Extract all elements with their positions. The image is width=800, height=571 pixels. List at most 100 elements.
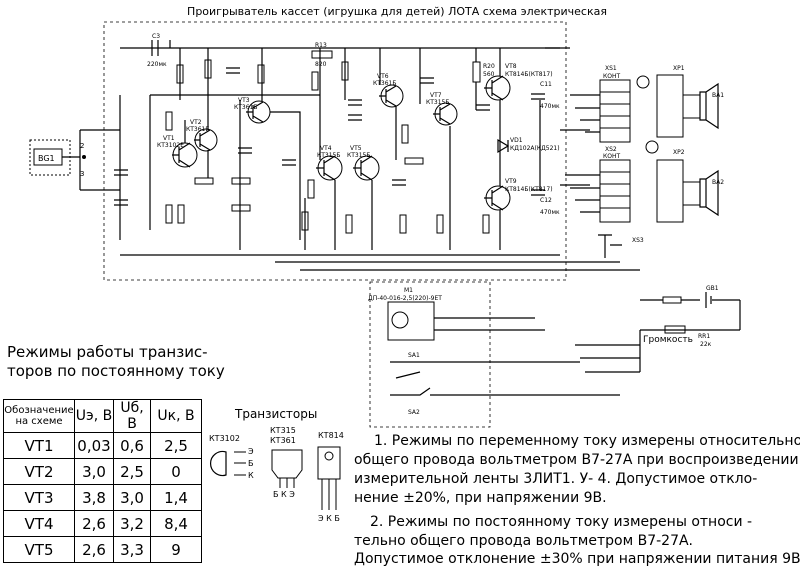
svg-text:R13: R13 <box>315 42 327 49</box>
transistor-vt4: VT4 КТ315Б <box>316 145 343 181</box>
transistors-title: Транзисторы <box>234 407 317 421</box>
svg-text:Б: Б <box>248 459 254 468</box>
connector-xs2: XS2 КОНТ <box>565 146 631 223</box>
headphone-icon <box>636 75 659 154</box>
board-outline <box>103 21 567 281</box>
table-cell: VT4 <box>3 510 75 537</box>
table-header-ub: Uб, В <box>113 399 151 433</box>
table-header-uk: Uк, В <box>150 399 202 433</box>
table-cell: 0,6 <box>113 432 151 459</box>
table-cell: 2,5 <box>113 458 151 485</box>
svg-text:VT6: VT6 <box>377 73 389 80</box>
diagram-title: Проигрыватель кассет (игрушка для детей)… <box>187 5 607 18</box>
svg-text:R20: R20 <box>483 63 495 70</box>
svg-text:470мк: 470мк <box>540 103 560 110</box>
svg-text:C12: C12 <box>540 197 552 204</box>
table-header-designation: Обозначение на схеме <box>3 399 75 433</box>
svg-text:КТ315Б: КТ315Б <box>317 152 341 159</box>
table-header-row: Обозначение на схеме Uэ, В Uб, В Uк, В <box>3 399 202 433</box>
svg-text:КТ814Б(КТ817): КТ814Б(КТ817) <box>505 71 553 78</box>
table-cell: 3,3 <box>113 536 151 563</box>
svg-text:2: 2 <box>80 142 84 150</box>
svg-text:КТ315Б: КТ315Б <box>426 99 450 106</box>
note-line-1: 1. Режимы по переменному току измерены о… <box>374 433 800 449</box>
volume-control: Громкость RR1 22к <box>575 296 741 373</box>
svg-text:КТ3102Е: КТ3102Е <box>157 142 184 149</box>
svg-text:Громкость: Громкость <box>643 335 693 345</box>
note-line-6: тельно общего провода вольтметром В7-27А… <box>354 533 694 549</box>
transistor-vt3: VT3 КТ361Б <box>234 97 271 124</box>
svg-text:470мк: 470мк <box>540 209 560 216</box>
svg-text:КТ315: КТ315 <box>270 426 296 435</box>
table-cell: VT3 <box>3 484 75 511</box>
table-cell: 2,5 <box>150 432 202 459</box>
plug-xp2: XP2 BA2 <box>656 149 724 223</box>
table-cell: 2,6 <box>74 510 114 537</box>
svg-text:C11: C11 <box>540 81 552 88</box>
table-cell: 8,4 <box>150 510 202 537</box>
svg-text:22к: 22к <box>700 341 712 348</box>
svg-text:КТ814: КТ814 <box>318 431 344 440</box>
svg-text:VT4: VT4 <box>320 145 332 152</box>
note-line-7: Допустимое отклонение ±30% при напряжени… <box>354 551 800 567</box>
svg-text:XP1: XP1 <box>673 65 685 72</box>
svg-text:КОНТ: КОНТ <box>603 73 620 80</box>
svg-text:BA2: BA2 <box>712 179 724 186</box>
table-cell: 2,6 <box>74 536 114 563</box>
transistor-vt7: VT7 КТ315Б <box>426 92 458 126</box>
pinout-kt3102: КТ3102 Э Б К <box>209 434 254 480</box>
svg-text:КТ361Б: КТ361Б <box>373 80 397 87</box>
svg-text:КТ315Б: КТ315Б <box>347 152 371 159</box>
svg-text:XS1: XS1 <box>605 65 617 72</box>
svg-text:VD1: VD1 <box>510 137 523 144</box>
svg-text:C3: C3 <box>152 33 160 40</box>
pinout-kt814: КТ814 Э К Б <box>317 431 344 523</box>
modes-title-line-2: торов по постоянному току <box>7 362 225 380</box>
signal-wires <box>119 47 590 250</box>
svg-text:КТ3102: КТ3102 <box>209 434 240 443</box>
table-cell: 1,4 <box>150 484 202 511</box>
modes-table: Обозначение на схеме Uэ, В Uб, В Uк, В V… <box>3 399 202 563</box>
svg-text:Б К Э: Б К Э <box>273 490 295 499</box>
svg-text:VT5: VT5 <box>350 145 362 152</box>
capacitors <box>114 67 545 206</box>
svg-text:VT1: VT1 <box>163 135 175 142</box>
svg-text:XS2: XS2 <box>605 146 617 153</box>
svg-text:КТ814Б(КТ817): КТ814Б(КТ817) <box>505 186 553 193</box>
svg-text:220мк: 220мк <box>147 61 167 68</box>
note-line-3: измерительной ленты 3ЛИТ1. У- 4. Допусти… <box>354 471 758 487</box>
svg-text:ДП-40-016-2,5(220)-9ЕТ: ДП-40-016-2,5(220)-9ЕТ <box>368 295 442 302</box>
table-cell: VT5 <box>3 536 75 563</box>
modes-title-line-1: Режимы работы транзис- <box>7 343 208 361</box>
transistor-vt8: VT8 КТ814Б(КТ817) <box>484 63 553 101</box>
switches-sa: SA1 SA2 <box>390 352 620 416</box>
svg-text:Э: Э <box>248 447 254 456</box>
svg-text:VT8: VT8 <box>505 63 517 70</box>
svg-text:RR1: RR1 <box>698 333 710 340</box>
table-cell: 3,0 <box>74 458 114 485</box>
switch-xs3: XS3 <box>598 234 644 258</box>
table-cell: 0,03 <box>74 432 114 459</box>
svg-text:Э К Б: Э К Б <box>318 514 340 523</box>
transistor-vt6: VT6 КТ361Б <box>373 73 404 108</box>
table-header-ue: Uэ, В <box>74 399 114 433</box>
svg-text:BG1: BG1 <box>38 154 55 163</box>
svg-text:BA1: BA1 <box>712 92 724 99</box>
svg-text:КТ361Б: КТ361Б <box>234 104 258 111</box>
note-line-4: нение ±20%, при напряжении 9В. <box>354 490 607 506</box>
svg-text:КТ361: КТ361 <box>270 436 296 445</box>
r13: R13 820 <box>311 42 333 68</box>
svg-text:XS3: XS3 <box>632 237 644 244</box>
table-cell: VT2 <box>3 458 75 485</box>
svg-text:GB1: GB1 <box>706 285 719 292</box>
note-line-5: 2. Режимы по постоянному току измерены о… <box>370 514 753 530</box>
transistor-vt2: VT2 КТ361Б <box>186 119 218 152</box>
svg-text:820: 820 <box>315 61 327 68</box>
plug-xp1: XP1 BA1 <box>656 65 724 138</box>
table-cell: 3,8 <box>74 484 114 511</box>
motor-switch-outline <box>369 281 491 428</box>
power-rails <box>120 40 640 271</box>
